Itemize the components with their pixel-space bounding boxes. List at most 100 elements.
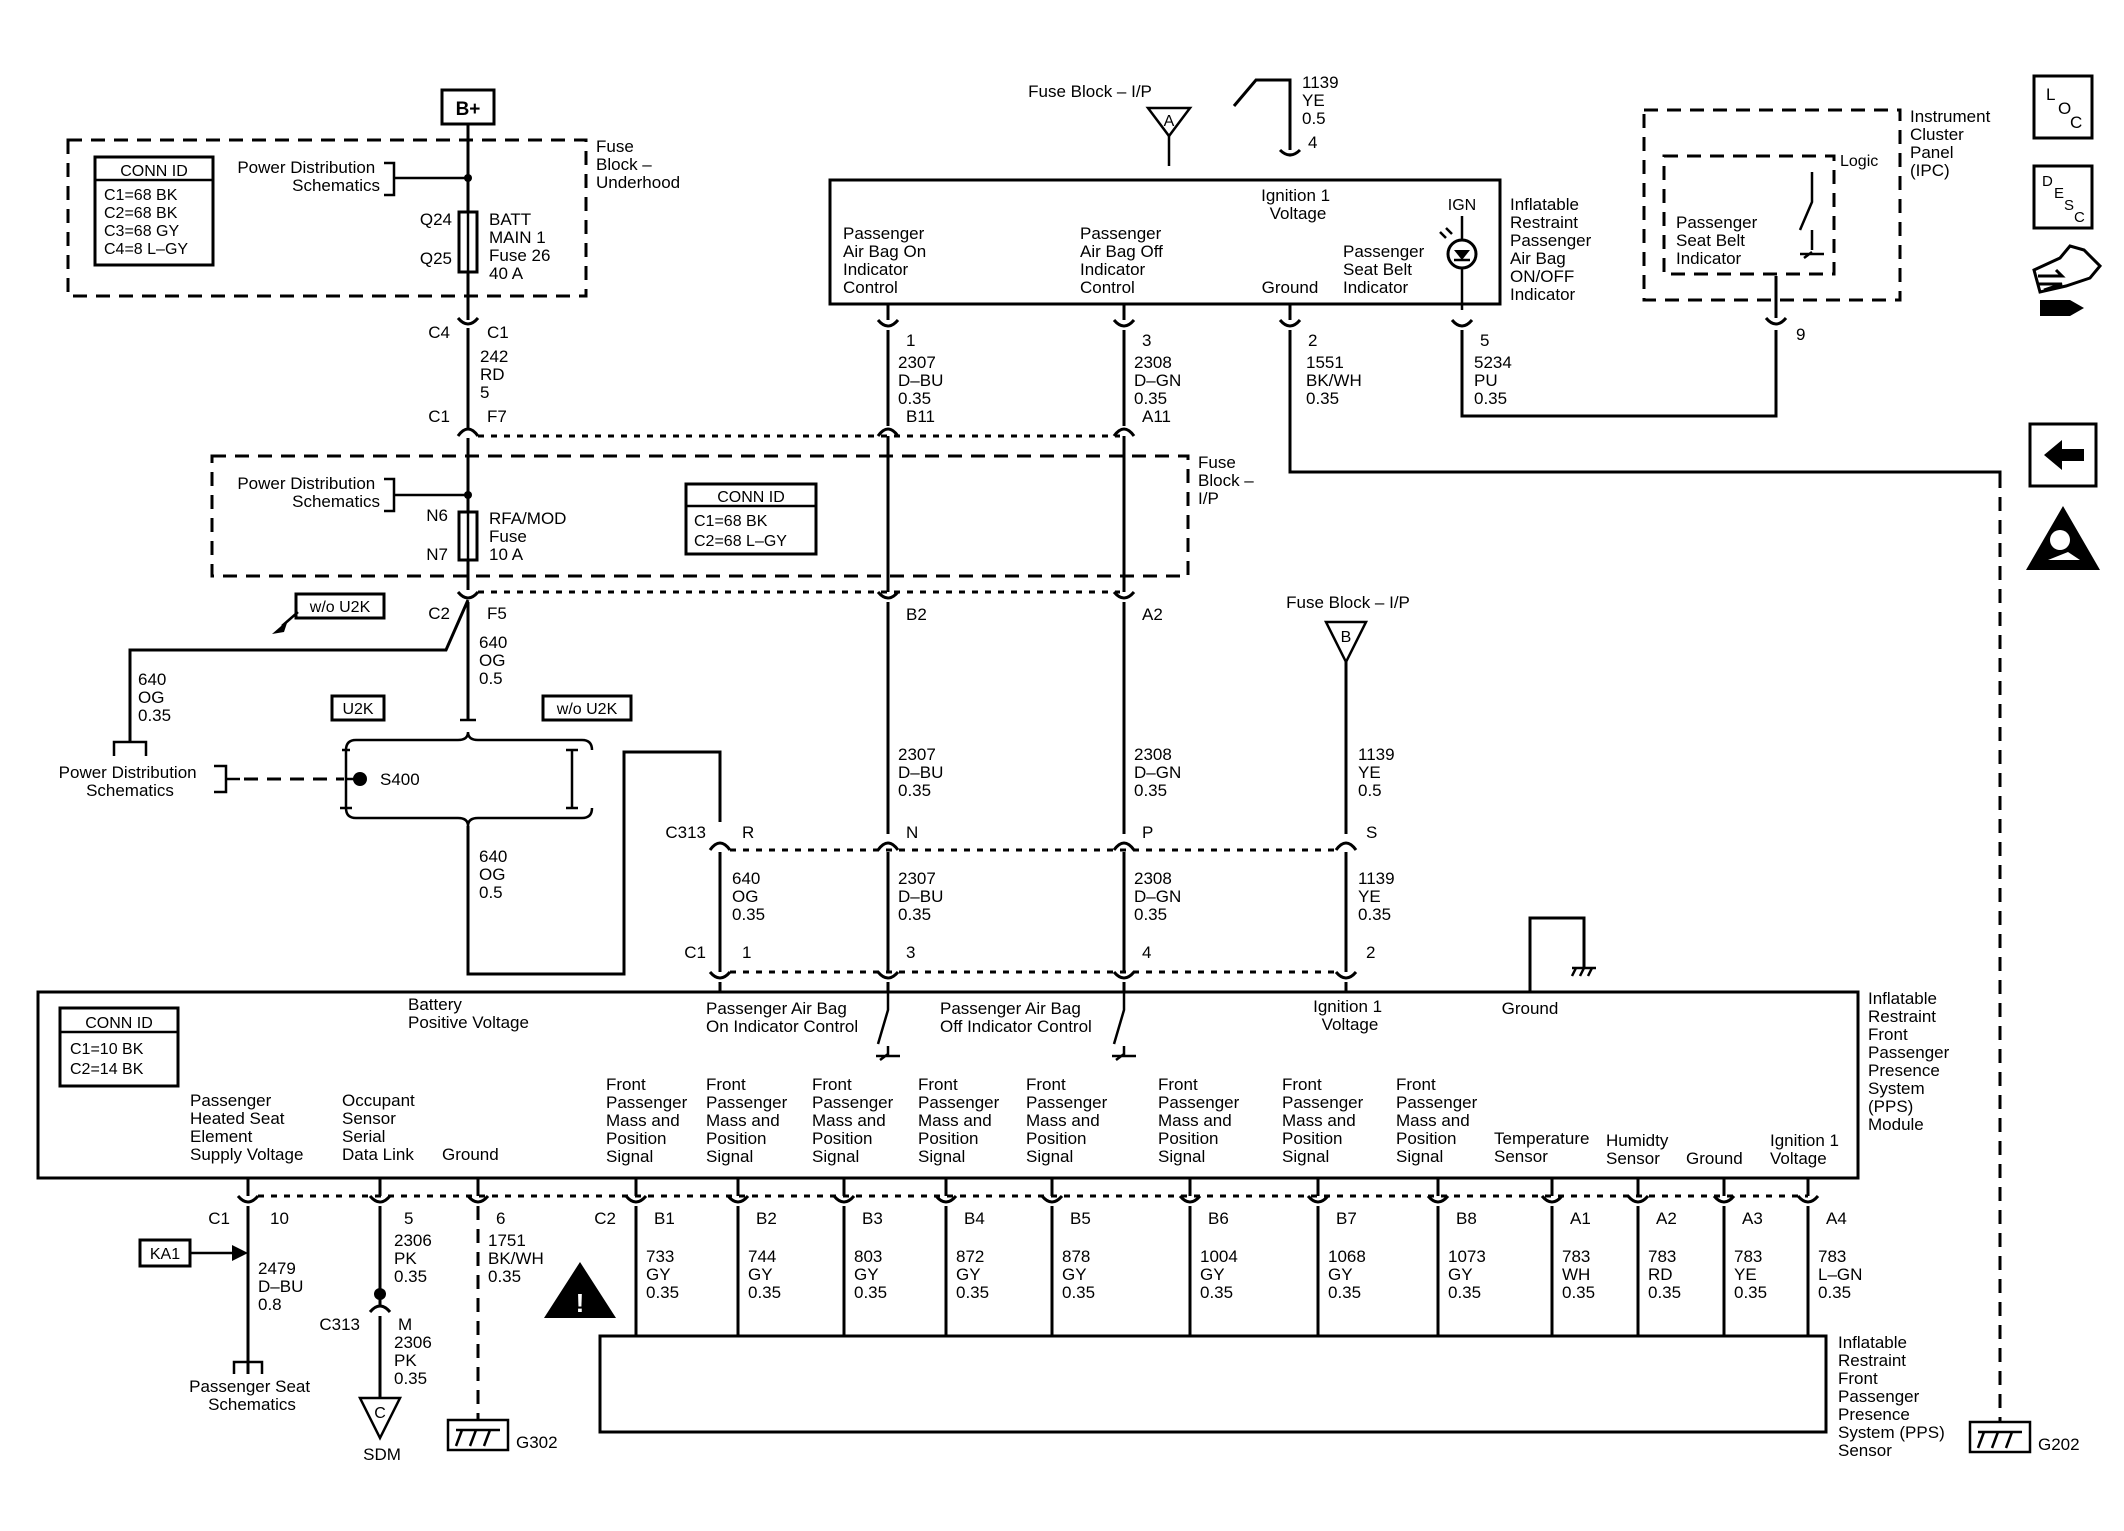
fuse-block-ip-a-label: Fuse Block – I/P — [1028, 82, 1152, 101]
conn-id-ip-lines: C1=68 BK C2=68 L–GY — [694, 513, 787, 550]
ind-pin1: 1 — [906, 331, 915, 350]
ind-ign1-label: Ignition 1 Voltage — [1261, 186, 1335, 223]
wire-1751: 1751 BK/WH 0.35 — [488, 1231, 548, 1286]
conn-c1b-label: C1 — [428, 407, 450, 426]
sensor-pin-label-8: B8 — [1456, 1209, 1477, 1228]
pds-link-2[interactable]: Power Distribution Schematics — [237, 474, 380, 511]
pin-a2-ip: A2 — [1142, 605, 1163, 624]
loc-l: L — [2046, 85, 2055, 104]
ipc-switch-icon — [1798, 172, 1824, 259]
sensor-pin-label-9: A1 — [1570, 1209, 1591, 1228]
c1-bottom-label: C1 — [208, 1209, 230, 1228]
ref-a-label: A — [1164, 113, 1175, 130]
mod-pin1: 1 — [742, 943, 751, 962]
pin-s: S — [1366, 823, 1377, 842]
u2k-text: U2K — [342, 701, 373, 718]
ind-pin4: 4 — [1308, 133, 1317, 152]
ind-wire-1551: 1551 BK/WH 0.35 — [1306, 353, 1366, 408]
airbag-indicator-module — [828, 178, 1502, 306]
mod-pab-off: Passenger Air Bag Off Indicator Control — [940, 999, 1092, 1036]
ground-icon — [1570, 966, 1596, 977]
b-plus-terminal: B+ — [440, 88, 496, 126]
pin-m: M — [398, 1315, 412, 1334]
conn-c1-label: C1 — [487, 323, 509, 342]
desc-d: D — [2042, 173, 2053, 190]
internal-switch-on-icon — [876, 992, 900, 1061]
pds-link-3[interactable]: Power Distribution Schematics — [59, 763, 202, 800]
ref-c-label: C — [374, 1405, 386, 1422]
ind-ground-label: Ground — [1262, 278, 1319, 297]
caution-icon[interactable]: ! — [544, 1262, 616, 1318]
sensor-pin-label-7: B7 — [1336, 1209, 1357, 1228]
ka1-tag[interactable]: KA1 — [138, 1238, 192, 1268]
repair-icon[interactable] — [2032, 244, 2103, 316]
pin-b2-ip: B2 — [906, 605, 927, 624]
sensor-pin-label-5: B5 — [1070, 1209, 1091, 1228]
desc-e: E — [2054, 185, 2064, 202]
loc-o: O — [2058, 99, 2071, 118]
ipc-box — [1642, 108, 1902, 302]
passenger-seat-schematics-link[interactable]: Passenger Seat Schematics — [189, 1377, 315, 1414]
ref-b-triangle[interactable] — [1323, 620, 1369, 665]
c313-bottom-label: C313 — [319, 1315, 360, 1334]
conn-c2-label: C2 — [428, 604, 450, 623]
loc-button[interactable]: L O C — [2032, 74, 2094, 140]
wo-u2k-text-2: w/o U2K — [556, 701, 618, 718]
mod-pin2: 2 — [1366, 943, 1375, 962]
desc-c: C — [2074, 209, 2085, 226]
back-button[interactable] — [2028, 422, 2098, 488]
ref-a-triangle[interactable] — [1145, 106, 1193, 139]
conn-id-ip-title: CONN ID — [717, 489, 785, 506]
pin-n6: N6 — [426, 506, 448, 525]
sensor-pin-label-4: B4 — [964, 1209, 985, 1228]
c313-label: C313 — [665, 823, 706, 842]
pin-a11: A11 — [1142, 407, 1171, 426]
sensor-pin-label-1: B1 — [654, 1209, 675, 1228]
pin-p: P — [1142, 823, 1153, 842]
pps-sensor — [598, 1334, 1828, 1434]
conn-id-underhood: CONN ID C1=68 BK C2=68 BK C3=68 GY C4=8 … — [93, 155, 215, 267]
wire-2479: 2479 D–BU 0.8 — [258, 1259, 308, 1314]
mod-hum: Humidty Sensor — [1606, 1131, 1673, 1168]
ref-c-triangle[interactable] — [357, 1396, 403, 1441]
ind-psbi-label: Passenger Seat Belt Indicator — [1343, 242, 1429, 297]
sensor-pin-label-12: A4 — [1826, 1209, 1847, 1228]
ind-pin5: 5 — [1480, 331, 1489, 350]
wo-u2k-bracket — [566, 748, 578, 810]
sensor-pin-label-11: A3 — [1742, 1209, 1763, 1228]
b-plus-label: B+ — [456, 99, 481, 120]
sensor-pin-label-10: A2 — [1656, 1209, 1677, 1228]
pds-link-1[interactable]: Power Distribution Schematics — [237, 158, 380, 195]
ign-label: IGN — [1448, 197, 1476, 214]
u2k-tag: U2K — [330, 694, 386, 722]
desc-button[interactable]: D E S C — [2032, 164, 2094, 230]
pin-q24: Q24 — [420, 210, 452, 229]
conn-id-module: CONN ID C1=10 BK C2=14 BK — [58, 1006, 180, 1088]
pin6-label: 6 — [496, 1209, 505, 1228]
sensor-pin-label-6: B6 — [1208, 1209, 1229, 1228]
pin-n: N — [906, 823, 918, 842]
fuse-block-ip-label: Fuse Block – I/P — [1198, 453, 1258, 508]
c2-sensor-label: C2 — [594, 1209, 616, 1228]
mod-pin4: 4 — [1142, 943, 1151, 962]
conn-id-module-title: CONN ID — [85, 1015, 153, 1032]
airbag-warning-icon[interactable] — [2026, 506, 2100, 570]
